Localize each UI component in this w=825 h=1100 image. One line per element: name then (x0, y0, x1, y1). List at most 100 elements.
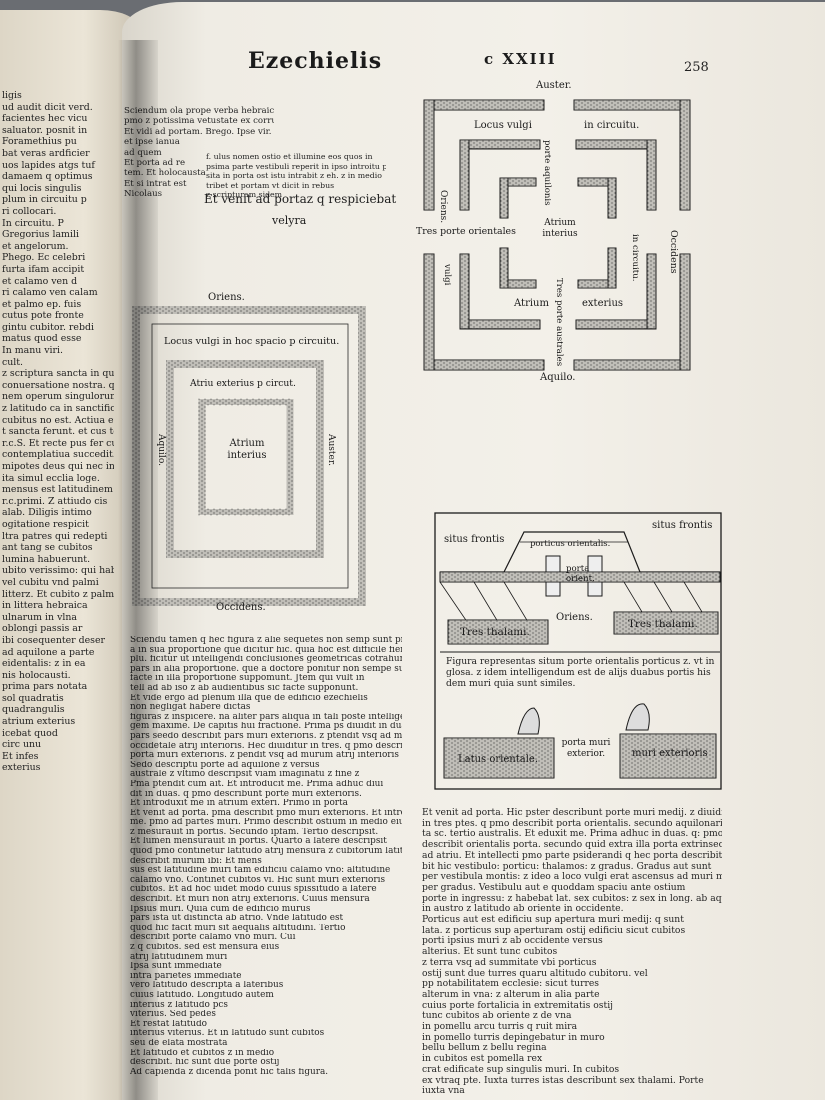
fig1-label-aquilo: Aquilo. (156, 434, 166, 466)
text-line: qui locis singulis (2, 182, 82, 194)
commentary-line: Et restat latitudo (130, 1019, 208, 1029)
fig2-label-exterius: exterius (582, 298, 624, 309)
text-line: alab. Diligis intimo (2, 507, 92, 519)
commentary-line: gem maxime. De capitis hui fractione. Pr… (130, 722, 402, 732)
fig3-caption: Figura representas situm porte orientali… (446, 656, 714, 689)
text-line: et angelorum. (2, 240, 69, 252)
commentary-line: in pomellu arcu turris q ruit mira (422, 1022, 578, 1033)
commentary-line: Porticus aut est edificiu sup apertura m… (422, 915, 684, 926)
text-line: damaem q optimus (2, 171, 93, 183)
commentary-line: viterius. Sed pedes (130, 1010, 216, 1020)
gloss-line: tribet et portam vt dicit in rebus (206, 180, 335, 190)
commentary-line: describit orientalis porta. secundo quid… (422, 840, 722, 851)
commentary-line: lata. z porticus sup aperturam ostij edi… (422, 925, 686, 936)
text-line: mipotes deus qui nec in (2, 461, 114, 472)
text-line: cult. (2, 356, 24, 368)
commentary-line: sus est latitudine muri tam edificiu cal… (130, 866, 391, 876)
fig2-label-atrium-interius: Atrium interius (542, 218, 578, 239)
commentary-line: Et vide ergo ad plenum illa que de edifi… (130, 693, 368, 703)
text-line: nem operum singulorum. v (2, 391, 114, 403)
commentary-line: Sciendu tamen q hec figura z alie sequet… (130, 636, 402, 645)
text-line: in littera hebraica (2, 600, 88, 612)
text-line: exterius (2, 762, 41, 774)
commentary-line: describit porte calamo vno muri. Cui (130, 933, 296, 943)
text-line: Et infes (2, 750, 39, 762)
text-line: ubito verissimo: qui habebat (2, 565, 114, 577)
text-line: ogitatione respicit (2, 518, 89, 530)
gloss-line: et ipse ianua (124, 137, 180, 148)
commentary-line: ta sc. tertio australis. Et eduxit me. P… (422, 829, 722, 840)
fig3-label-porticus: porticus orientalis. (530, 538, 611, 548)
fig2-label-aquilo: Aquilo. (540, 372, 576, 383)
text-line: z scriptura sancta in qua omnl (2, 368, 114, 380)
commentary-line: in cubitos est pomella rex (422, 1054, 543, 1065)
text-line: quadrangulis (2, 704, 65, 716)
text-line: bat veras ardficier (2, 147, 90, 159)
commentary-line: ad atriu. Et intellecti pmo parte psider… (422, 850, 722, 861)
commentary-line: ex vtraq pte. Iuxta turres istas describ… (422, 1075, 704, 1086)
text-line: ri collocari. (2, 205, 57, 217)
gloss-line: tem. Et holocausta (124, 168, 206, 179)
commentary-line: pars in alia proportione. que a doctore … (130, 664, 402, 674)
fig3-label-muri-exterioris: muri exterioris (632, 748, 708, 759)
text-line: contemplatiua succedit. (2, 449, 114, 461)
text-line: ltra patres qui redepti (2, 530, 108, 542)
gloss-line: sita in porta ost istu intrabit z eh. z … (206, 171, 382, 181)
text-line: lumina habuerunt. (2, 553, 91, 565)
fig3-label-porta-orient: porta orient. (566, 564, 595, 584)
commentary-line: tunc cubitos ab oriente z de vna (422, 1011, 572, 1022)
commentary-column-left: Sciendu tamen q hec figura z alie sequet… (130, 636, 402, 1077)
text-line: mensus est latitudinem (2, 484, 113, 496)
text-line: circ unu (2, 739, 42, 751)
commentary-column-right: Et venit ad porta. Hic pster describunt … (422, 808, 722, 1097)
commentary-line: Ipsius muri. Quia cum de edificio murus (130, 904, 311, 914)
fig1-label-auster: Auster. (326, 434, 336, 467)
text-line: t sancta ferunt. et cus ten (2, 426, 114, 438)
text-line: ligis (2, 90, 22, 101)
gloss-line: psima parte vestibuli reperit in ipso in… (206, 161, 386, 171)
fig2-label-in-circuitu-2: in circuitu. (630, 234, 640, 282)
commentary-line: vero latitudo descripta a lateribus (130, 981, 284, 991)
commentary-line: occidetale atrij interioris. Hec diuidit… (130, 741, 402, 751)
text-line: z latitudo ca in sanctificat (2, 403, 114, 415)
fig3-label-situs-frontis-left: situs frontis (444, 534, 505, 545)
text-line: ita simul ecclia loge. (2, 472, 100, 484)
commentary-line: iuxta vna (422, 1086, 465, 1097)
text-line: oblongi passis ar (2, 623, 83, 635)
commentary-line: alterius. Et sunt tunc cubitos (422, 947, 558, 958)
commentary-line: Pma ptendit cum ait. Et introducit me. P… (130, 779, 384, 789)
running-title: Ezechielis (248, 48, 383, 74)
caption-line: glosa. z idem intelligendum est de alijs… (446, 667, 711, 678)
fig2-label-auster: Auster. (536, 80, 572, 91)
gloss-top-left: Sciendum ola prope verba hebraica z nomi… (124, 106, 274, 200)
fig1-label-inner: Atrium interius (227, 438, 267, 461)
text-line: saluator. posnit in (2, 124, 88, 136)
text-line: Phego. Ec celebri (2, 252, 86, 264)
fig3-label-latus-orientale: Latus orientale. (458, 754, 539, 765)
text-line: r.c.S. Et recte pus fer cubi (2, 437, 114, 449)
commentary-line: me. pmo ad partes muri. Primo describit … (130, 818, 402, 828)
fig1-label-outer: Locus vulgi in hoc spacio p circuitu. (164, 336, 340, 347)
commentary-line: describit. hic sunt due porte ostij (130, 1058, 280, 1068)
commentary-line: pars seedo describit pars muri exteriori… (130, 731, 402, 741)
fig3-label-porta-muri: porta muri exterior. (561, 738, 611, 759)
commentary-line: porte in ingressu: z habebat lat. sex cu… (422, 893, 722, 904)
text-line: furta ifam accipit (2, 263, 85, 275)
commentary-line: seu de elata mostrata (130, 1038, 228, 1048)
fig2-label-occidens: Occidens (668, 230, 679, 274)
commentary-line: figuras z inspicere. na aliter pars aliq… (130, 712, 402, 722)
commentary-line: in austro z latitudo ab oriente in occid… (422, 904, 624, 915)
commentary-line: pp notabilitatem ecclesie: sicut turres (422, 979, 600, 990)
commentary-line: describit. Et muri non atrij exterioris.… (130, 895, 370, 905)
caption-line: dem muri quia sunt similes. (446, 678, 576, 689)
commentary-line: pars ista ut distincta ab atrio. Vnde la… (130, 914, 344, 924)
fig3-label-oriens: Oriens. (556, 612, 593, 623)
commentary-line: per gradus. Vestibulu aut e quoddam spac… (422, 882, 686, 893)
commentary-line: atrij latitudinem muri (130, 952, 228, 962)
fig1-label-occidens: Occidens. (216, 602, 266, 613)
text-line: matus quod esse (2, 333, 82, 345)
commentary-line: crat edificate sup singulis muri. In cub… (422, 1064, 620, 1075)
gloss-line: pmo z potissima vetustate ex corrupta z … (124, 116, 274, 127)
commentary-line: a in sua proportione que dicitur hic. qu… (130, 645, 402, 655)
